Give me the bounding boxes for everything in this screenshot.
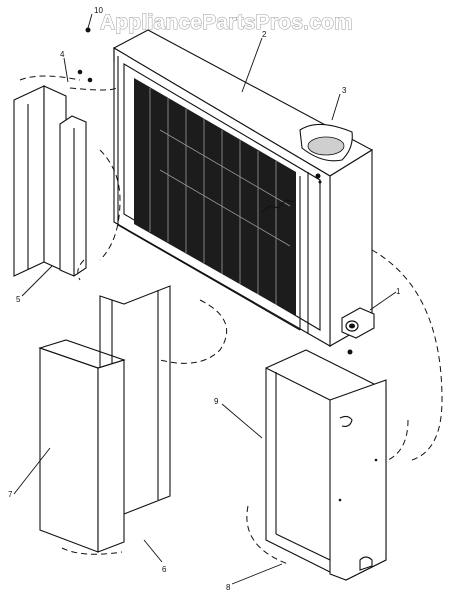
assembly-guides xyxy=(19,75,443,565)
leader-lines xyxy=(13,13,397,585)
right-access-panel xyxy=(265,349,387,581)
callout-2: 2 xyxy=(262,30,267,39)
callout-5: 5 xyxy=(16,295,21,304)
callout-7: 7 xyxy=(8,490,13,499)
callout-4: 4 xyxy=(60,50,65,59)
access-panel-face xyxy=(329,379,387,581)
callout-3: 3 xyxy=(342,86,347,95)
callout-1: 1 xyxy=(396,287,401,296)
coil-fins xyxy=(149,88,291,306)
watermark-text: AppliancePartsPros.com xyxy=(100,11,354,35)
notch xyxy=(359,556,373,571)
callout-6: 6 xyxy=(162,565,167,574)
callout-8: 8 xyxy=(226,583,231,592)
coil-grille xyxy=(134,78,296,316)
cabinet-inner-frame xyxy=(123,63,321,331)
handle-cutout xyxy=(339,415,353,427)
left-front-panel xyxy=(38,285,171,553)
bracket xyxy=(261,199,295,213)
post-front xyxy=(59,115,87,277)
panel-edge xyxy=(97,359,125,553)
corner-post-panel xyxy=(13,85,87,277)
callout-labels: 10 2 3 4 5 1 9 7 6 8 xyxy=(8,6,401,592)
post-back xyxy=(13,85,45,277)
callout-9: 9 xyxy=(214,397,219,406)
callout-10: 10 xyxy=(94,6,103,15)
main-cabinet xyxy=(112,29,375,355)
